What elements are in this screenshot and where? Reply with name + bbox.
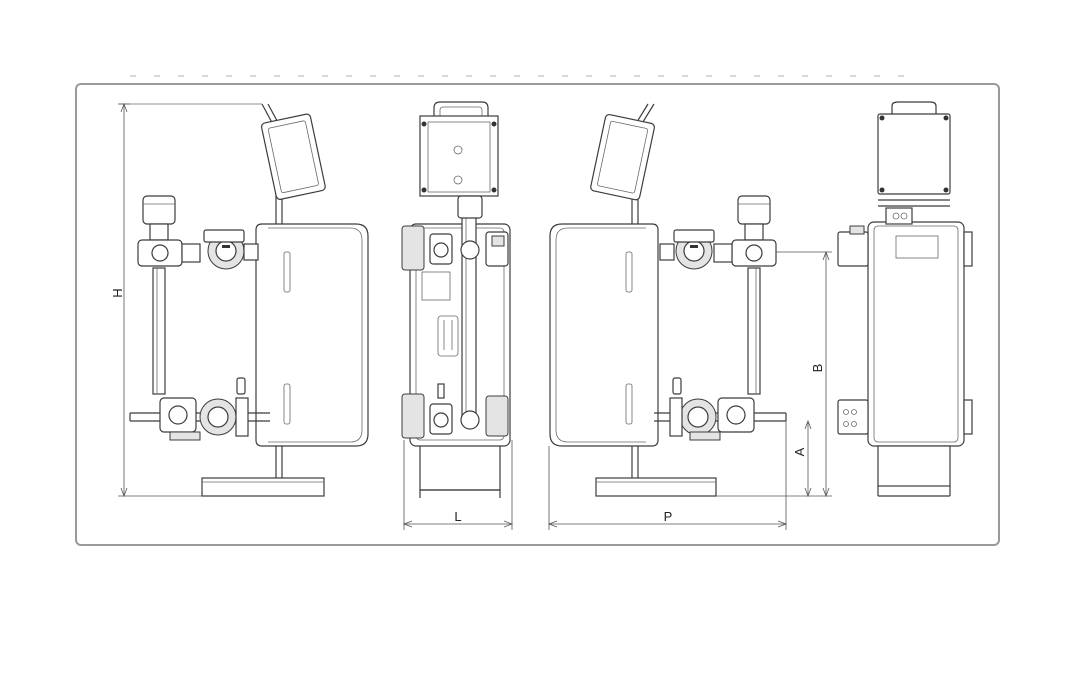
back-side-ports <box>837 225 973 435</box>
back-control-box <box>877 113 951 207</box>
dimension-label-p: P <box>664 509 673 524</box>
back-base <box>877 445 951 487</box>
display-box <box>260 113 326 200</box>
front-base <box>419 443 501 491</box>
lower-valve-assembly <box>129 377 270 441</box>
drawing-frame <box>75 83 1000 546</box>
riser-pipe <box>152 267 166 395</box>
side-view-right <box>547 103 832 530</box>
main-cabinet <box>255 223 369 447</box>
front-view <box>401 101 514 530</box>
dimension-h <box>118 102 202 498</box>
dimension-a <box>804 419 812 498</box>
dimension-label-a: A <box>792 447 807 456</box>
dimension-label-l: L <box>454 509 461 524</box>
front-actuator <box>457 195 483 219</box>
dimension-l <box>402 440 514 530</box>
upper-valve-assembly <box>137 195 259 270</box>
dimension-p <box>547 421 788 530</box>
upper-valve-assembly-right <box>659 195 777 270</box>
back-cabinet <box>867 207 965 447</box>
base-plate-right <box>595 477 717 497</box>
dimension-label-b: B <box>810 364 825 373</box>
front-upper-valves <box>401 225 509 271</box>
front-lower-valves <box>401 383 509 439</box>
main-cabinet-right <box>549 223 659 447</box>
mounting-plate <box>419 115 499 197</box>
base-plate <box>201 477 325 497</box>
display-box-right <box>590 113 655 201</box>
side-view-left <box>118 102 369 498</box>
dimension-label-h: H <box>110 288 125 297</box>
front-cabinet <box>409 223 511 447</box>
back-view <box>837 101 973 497</box>
lower-valve-assembly-right <box>654 377 787 441</box>
riser-pipe-right <box>747 267 761 395</box>
dimension-b <box>716 250 832 498</box>
